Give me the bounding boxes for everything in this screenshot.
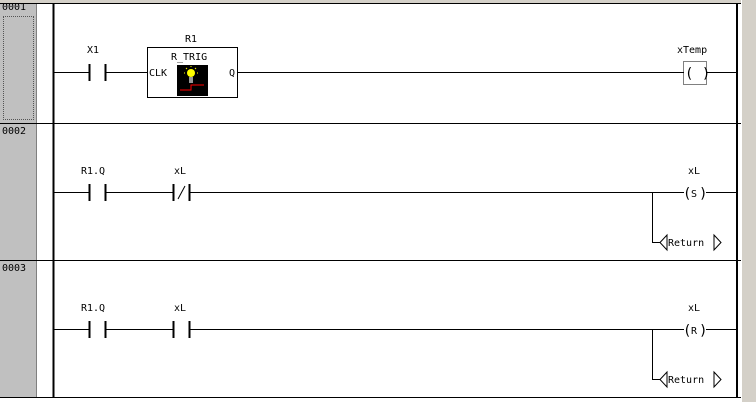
coil-symbol: ( )	[685, 66, 710, 82]
coil-label: xL	[688, 303, 700, 314]
coil-label: xL	[688, 166, 700, 177]
network-gutter-2[interactable]: 0002	[0, 124, 37, 260]
selection-marker	[3, 16, 34, 120]
coil-paren: (	[683, 186, 691, 202]
return-label: Return	[668, 238, 704, 249]
contact-label: R1.Q	[81, 166, 105, 177]
contact-xl[interactable]: xL	[172, 303, 191, 338]
network-number: 0002	[2, 126, 27, 137]
return-label: Return	[668, 375, 704, 386]
network-gutter-1[interactable]: 0001	[0, 0, 37, 123]
network-2: R1.Q xL xL ( S ) Return	[54, 166, 737, 252]
contact-r1-q[interactable]: R1.Q	[81, 166, 107, 201]
block-instance-name: R1	[185, 34, 197, 45]
block-output-q: Q	[229, 68, 235, 79]
coil-xtemp[interactable]: xTemp ( )	[677, 45, 710, 85]
contact-label: X1	[87, 45, 99, 56]
function-block-r-trig[interactable]: R1 R_TRIG CLK Q	[147, 34, 238, 98]
network-number: 0001	[2, 2, 27, 13]
contact-label: R1.Q	[81, 303, 105, 314]
contact-x1[interactable]: X1	[87, 45, 107, 81]
reset-coil-xl[interactable]: xL ( R )	[683, 303, 707, 339]
contact-label: xL	[174, 166, 186, 177]
scrollbar[interactable]	[741, 0, 756, 402]
network-3: R1.Q xL xL ( R ) Return	[54, 303, 737, 389]
return-jump[interactable]: Return	[659, 370, 722, 389]
block-input-clk: CLK	[149, 68, 167, 79]
network-gutter-3[interactable]: 0003	[0, 261, 37, 397]
network-number: 0003	[2, 263, 27, 274]
coil-paren: )	[699, 323, 707, 339]
contact-r1-q[interactable]: R1.Q	[81, 303, 107, 338]
coil-symbol: R	[691, 326, 698, 337]
return-jump[interactable]: Return	[659, 233, 722, 252]
negated-contact-xl[interactable]: xL	[172, 166, 191, 201]
coil-label: xTemp	[677, 45, 707, 56]
contact-label: xL	[174, 303, 186, 314]
coil-symbol: S	[691, 189, 697, 200]
block-type: R_TRIG	[171, 52, 207, 63]
set-coil-xl[interactable]: xL ( S )	[683, 166, 707, 202]
coil-paren: )	[699, 186, 707, 202]
rising-edge-lightbulb-icon	[177, 65, 208, 96]
network-1: X1 R1 R_TRIG CLK Q xTemp ( )	[54, 34, 737, 98]
coil-paren: (	[683, 323, 691, 339]
